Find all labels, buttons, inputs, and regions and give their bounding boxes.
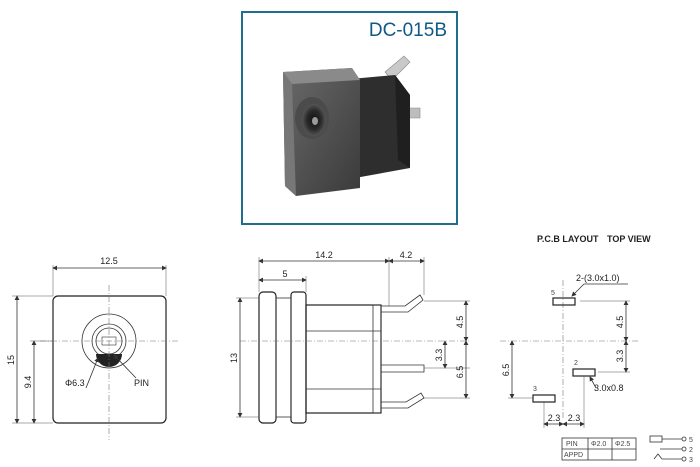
pin-label: PIN — [134, 378, 149, 388]
product-image-panel: DC-015B — [241, 11, 458, 225]
slot-note: 2-(3.0x1.0) — [576, 273, 620, 283]
front-height-dim: 15 — [6, 355, 16, 365]
hole-diameter-dim: Φ6.3 — [65, 378, 85, 388]
front-view: 12.5 15 9.4 Φ6.3 PIN — [6, 256, 180, 440]
top-view-label: TOP VIEW — [607, 234, 651, 244]
side-pin-top-dim: 4.5 — [455, 316, 465, 329]
side-view: 14.2 5 4.2 13 4.5 3.3 6.5 — [229, 250, 470, 424]
pcb-mid-dim: 3.3 — [615, 350, 625, 363]
side-front-dim: 5 — [282, 269, 287, 279]
front-width-dim: 12.5 — [100, 256, 118, 266]
slot-note-small: 3.0x0.8 — [594, 383, 624, 393]
pin-table-header-1: Φ2.0 — [591, 441, 606, 448]
schematic-pin-5: 5 — [689, 437, 693, 444]
schematic-pin-3: 3 — [689, 457, 693, 464]
pcb-layout: 5 2 3 2-(3.0x1.0) 3.0x0.8 4.5 3.3 6.5 2.… — [500, 273, 640, 428]
pcb-layout-label: P.C.B LAYOUT — [537, 234, 599, 244]
pin-table-header-2: Φ2.5 — [615, 441, 630, 448]
model-title: DC-015B — [369, 20, 447, 41]
side-length-dim: 14.2 — [315, 250, 333, 260]
pad-5 — [552, 297, 576, 306]
pcb-top-dim: 4.5 — [615, 316, 625, 329]
schematic-pin-2: 2 — [689, 447, 693, 454]
pad-2 — [572, 368, 596, 377]
side-pin-low-dim: 6.5 — [455, 366, 465, 379]
side-tail-dim: 4.2 — [400, 250, 413, 260]
pad-2-label: 2 — [574, 360, 578, 367]
side-height-dim: 13 — [229, 353, 239, 363]
pad-3-label: 3 — [533, 386, 537, 393]
pcb-left-dim: 6.5 — [501, 364, 511, 377]
pcb-bottom-dim-1: 2.3 — [548, 413, 561, 423]
pad-5-label: 5 — [551, 290, 555, 297]
side-pin-mid-dim: 3.3 — [434, 349, 444, 362]
pin-table-row-label: APPD — [564, 452, 583, 459]
pad-3 — [532, 394, 556, 403]
pin-table: PIN Φ2.0 Φ2.5 APPD — [561, 437, 637, 461]
connector-photo — [283, 55, 421, 196]
pcb-bottom-dim-2: 2.3 — [568, 413, 581, 423]
front-center-height-dim: 9.4 — [23, 376, 33, 389]
schematic-symbol: 5 2 3 — [649, 435, 693, 464]
pin-table-header-0: PIN — [566, 441, 578, 448]
